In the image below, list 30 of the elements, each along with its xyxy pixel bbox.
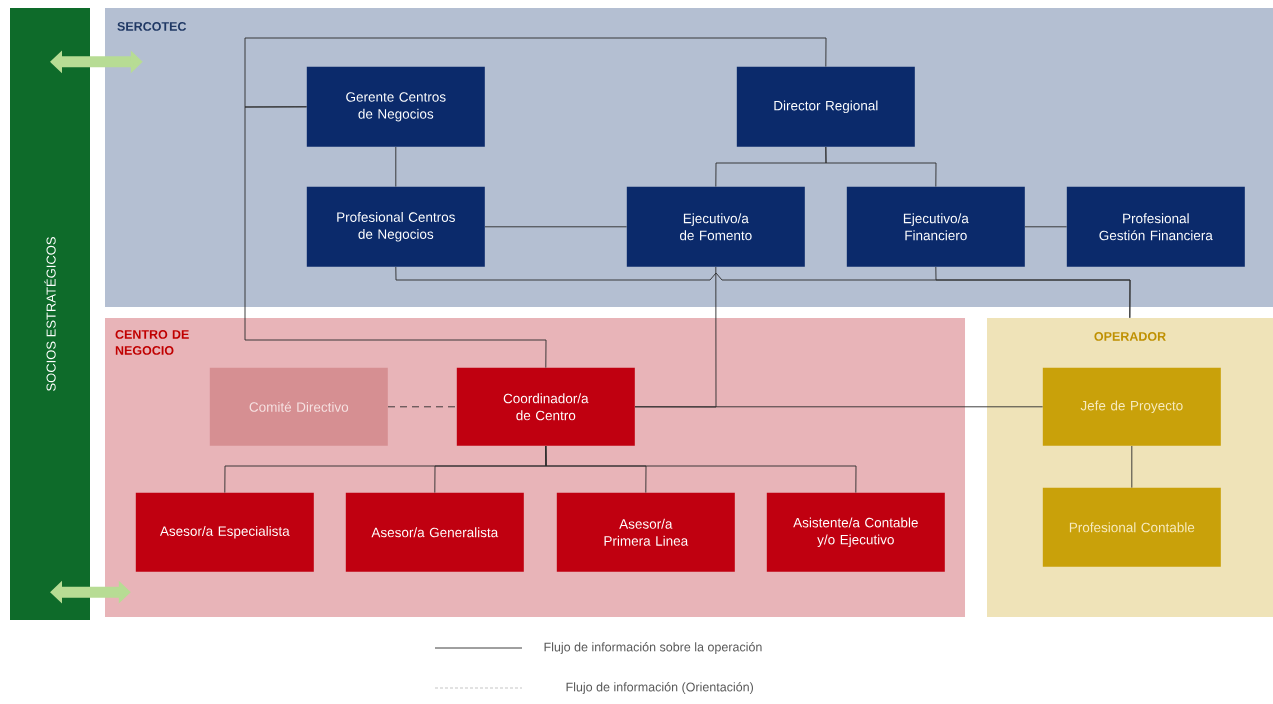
role-box: Comité Directivo — [209, 367, 388, 446]
legend-text: Flujo de información sobre la operación — [544, 642, 762, 654]
role-box: Ejecutivo/a Financiero — [846, 186, 1025, 267]
role-box: Asesor/a Primera Linea — [556, 492, 735, 572]
connector-line — [395, 146, 397, 188]
role-box: Jefe de Proyecto — [1042, 367, 1221, 446]
double-arrow — [50, 50, 143, 74]
role-box: Gerente Centros de Negocios — [306, 66, 485, 147]
legend-text: Flujo de información (Orientación) — [566, 682, 753, 694]
role-box: Asistente/a Contable y/o Ejecutivo — [766, 492, 945, 572]
connector-line — [634, 406, 1044, 408]
connector-line — [1024, 226, 1068, 228]
connector-line — [387, 406, 458, 408]
role-box: Ejecutivo/a de Fomento — [626, 186, 805, 267]
role-box: Coordinador/a de Centro — [456, 367, 635, 446]
connector-line — [935, 266, 1131, 319]
connector-line — [825, 146, 937, 188]
connector-line — [244, 37, 827, 108]
role-box: Profesional Centros de Negocios — [306, 186, 485, 267]
connector-line — [1131, 445, 1133, 489]
role-box: Profesional Contable — [1042, 487, 1221, 567]
role-box: Asesor/a Generalista — [345, 492, 524, 572]
vertical-band: SOCIOS ESTRATÉGICOS — [10, 8, 90, 620]
double-arrow — [50, 580, 131, 604]
role-box: Asesor/a Especialista — [135, 492, 314, 572]
connector-line — [244, 106, 547, 369]
role-box: Director Regional — [736, 66, 915, 147]
connector-line — [545, 445, 857, 494]
connector-line — [484, 226, 628, 228]
role-box: Profesional Gestión Financiera — [1066, 186, 1245, 267]
